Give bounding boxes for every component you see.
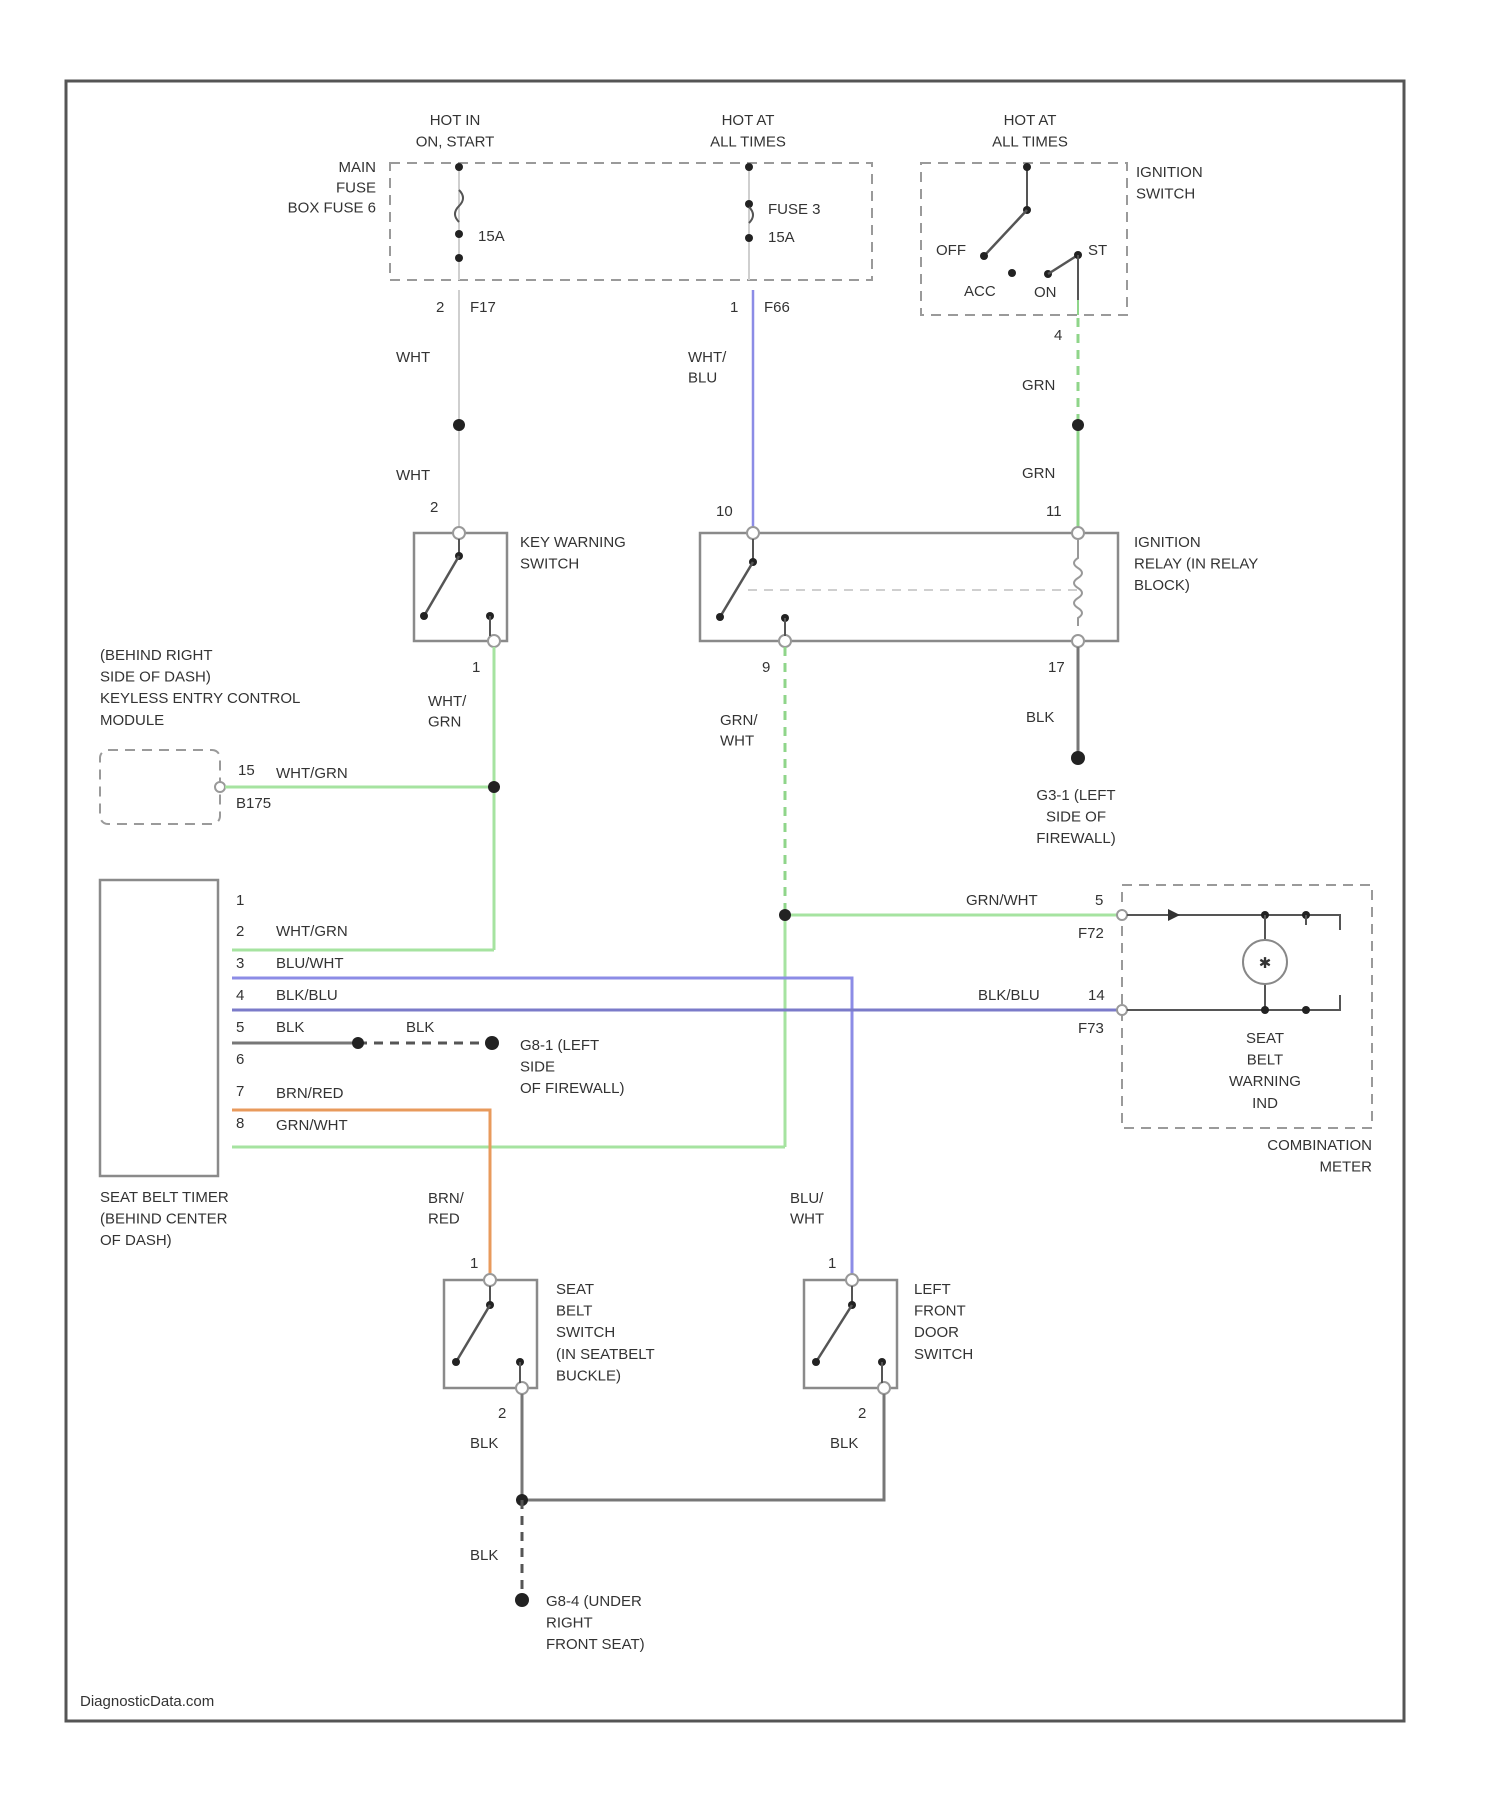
- wire-wht-fuse-to-key: WHT WHT: [396, 290, 465, 530]
- meter-pin-a: 5: [1095, 892, 1103, 909]
- ignition-switch-on: ON: [1034, 284, 1057, 301]
- fuse-a-pin: 2: [436, 299, 444, 316]
- timer-pin-7: 7: [236, 1083, 244, 1100]
- wire-label-blk-1: BLK: [1026, 709, 1054, 726]
- relay-pin-br: 17: [1048, 659, 1065, 676]
- fuse-a-connector: F17: [470, 299, 496, 316]
- seat-belt-switch-pin-bot: 2: [498, 1405, 506, 1422]
- wire-label-blu-wht-2: BLU/WHT: [790, 1190, 824, 1227]
- timer-pins: 1 2 3 4 5 6 7 8: [236, 892, 244, 1132]
- door-switch-pin-bot: 2: [858, 1405, 866, 1422]
- wire-label-grn-1: GRN: [1022, 377, 1055, 394]
- fuse-a-rating: 15A: [478, 228, 505, 245]
- timer-pin-6: 6: [236, 1051, 244, 1068]
- meter-conn-a: F72: [1078, 925, 1104, 942]
- wire-label-wht-grn-1: WHT/GRN: [428, 693, 467, 730]
- wire-label-blu-wht-1: BLU/WHT: [276, 955, 344, 972]
- meter-pin-b: 14: [1088, 987, 1105, 1004]
- svg-text:✱: ✱: [1259, 955, 1272, 972]
- fuse-b-pin: 1: [730, 299, 738, 316]
- wire-label-grn-wht-1: GRN/WHT: [720, 712, 758, 749]
- wire-label-grn-wht-3: GRN/WHT: [276, 1117, 348, 1134]
- timer-pin-2: 2: [236, 923, 244, 940]
- wire-label-blk-5: BLK: [830, 1435, 858, 1452]
- keyless-connector: B175: [236, 795, 271, 812]
- timer-pin-4: 4: [236, 987, 244, 1004]
- wire-grn-wht-relay-to-meter: GRN/WHT GRN/WHT: [232, 647, 1118, 1147]
- relay-pin-tr: 11: [1046, 503, 1062, 520]
- key-warning-pin-top: 2: [430, 499, 438, 516]
- timer-pin-5: 5: [236, 1019, 244, 1036]
- diagram-frame: [66, 81, 1404, 1721]
- seat-belt-switch-pin-top: 1: [470, 1255, 478, 1272]
- fuse-b-name: FUSE 3: [768, 201, 821, 218]
- wire-label-wht-grn-2: WHT/GRN: [276, 765, 348, 782]
- wire-label-wht-2: WHT: [396, 467, 430, 484]
- wire-label-blk-blu-2: BLK/BLU: [978, 987, 1040, 1004]
- ignition-switch-acc: ACC: [964, 283, 996, 300]
- relay-pin-tl: 10: [716, 503, 733, 520]
- watermark: DiagnosticData.com: [80, 1693, 214, 1710]
- wire-label-blk-3: BLK: [406, 1019, 434, 1036]
- wire-grn-ign-to-relay: GRN GRN: [1022, 318, 1084, 530]
- wire-label-blk-2: BLK: [276, 1019, 304, 1036]
- wire-label-blk-6: BLK: [470, 1547, 498, 1564]
- timer-pin-8: 8: [236, 1115, 244, 1132]
- wire-label-wht-grn-3: WHT/GRN: [276, 923, 348, 940]
- wire-label-brn-red-2: BRN/RED: [428, 1190, 465, 1227]
- timer-pin-3: 3: [236, 955, 244, 972]
- ignition-switch-st: ST: [1088, 242, 1107, 259]
- seat-belt-timer: 1 2 3 4 5 6 7 8 SEAT BELT TIMER(BEHIND C…: [100, 880, 244, 1249]
- wire-label-grn-2: GRN: [1022, 465, 1055, 482]
- meter-conn-b: F73: [1078, 1020, 1104, 1037]
- wire-brn-red-timer-to-buckle: BRN/RED BRN/RED: [232, 1085, 490, 1278]
- wire-label-wht-1: WHT: [396, 349, 430, 366]
- relay-pin-bl: 9: [762, 659, 770, 676]
- wire-label-grn-wht-2: GRN/WHT: [966, 892, 1038, 909]
- wire-wht-blu-fuse-to-relay: WHT/BLU: [688, 290, 753, 530]
- wire-label-brn-red-1: BRN/RED: [276, 1085, 344, 1102]
- ignition-switch-off: OFF: [936, 242, 966, 259]
- wire-blk-blu-timer-to-meter: BLK/BLU BLK/BLU: [232, 987, 1118, 1010]
- key-warning-pin-bot: 1: [472, 659, 480, 676]
- wire-label-wht-blu: WHT/BLU: [688, 349, 727, 386]
- wire-label-blk-4: BLK: [470, 1435, 498, 1452]
- fuse-b-rating: 15A: [768, 229, 795, 246]
- fuse-b-connector: F66: [764, 299, 790, 316]
- keyless-pin: 15: [238, 762, 255, 779]
- door-switch-pin-top: 1: [828, 1255, 836, 1272]
- timer-pin-1: 1: [236, 892, 244, 909]
- wire-label-blk-blu-1: BLK/BLU: [276, 987, 338, 1004]
- ignition-switch-pin: 4: [1054, 327, 1062, 344]
